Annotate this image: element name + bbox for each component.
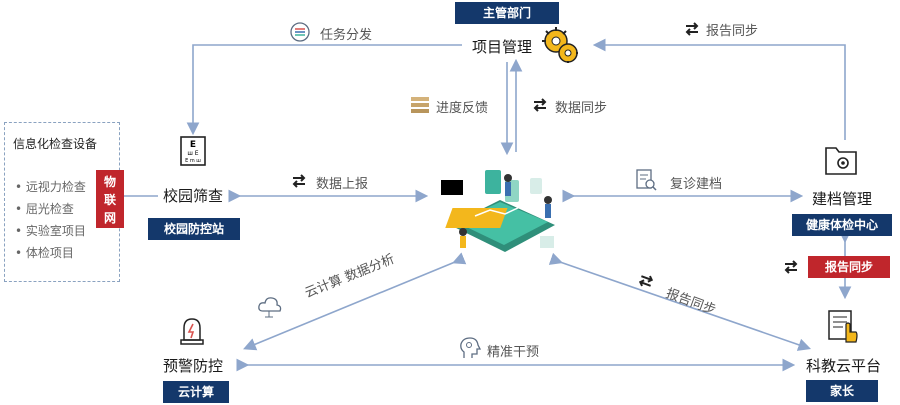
device-item: • 实验室项目	[15, 224, 86, 238]
redacted-block	[441, 180, 463, 195]
device-item: • 体检项目	[15, 246, 74, 260]
edge-data-report: 数据上报	[316, 177, 369, 192]
edge-data-sync: 数据同步	[555, 101, 608, 116]
clipboard-search-icon	[636, 169, 657, 191]
iot-label: 物联网	[103, 175, 116, 225]
svg-text:ш E: ш E	[187, 150, 198, 157]
edge-report-sync-top: 报告同步	[706, 24, 759, 39]
project-label: 项目管理	[472, 38, 533, 56]
sync-icon	[784, 260, 798, 274]
device-panel-title: 信息化检查设备	[13, 137, 98, 151]
warning-label: 预警防控	[163, 357, 224, 375]
device-item: • 屈光检查	[15, 202, 74, 216]
svg-text:E m ш: E m ш	[185, 158, 201, 164]
head-idea-icon	[460, 337, 481, 358]
device-item: • 远视力检查	[15, 180, 86, 194]
archive-tag: 健康体检中心	[792, 214, 892, 236]
project-tag: 主管部门	[455, 2, 559, 24]
edge-precise-intervention: 精准干预	[487, 345, 540, 360]
eye-chart-icon: E ш E E m ш	[180, 136, 206, 166]
warning-tag: 云计算	[163, 381, 229, 403]
sync-icon	[292, 174, 306, 188]
cloud-icon	[258, 297, 282, 318]
svg-text:E: E	[190, 140, 196, 150]
alarm-light-icon	[180, 318, 204, 345]
gears-icon	[542, 27, 578, 63]
sync-icon	[533, 98, 547, 112]
school-tag: 校园防控站	[148, 218, 240, 240]
edge-progress-feedback: 进度反馈	[436, 101, 489, 116]
stack-icon	[411, 97, 429, 113]
edu-tag: 家长	[806, 380, 878, 402]
list-icon	[290, 22, 310, 42]
sync-icon	[685, 22, 699, 36]
folder-gear-icon	[825, 147, 857, 175]
edu-label: 科教云平台	[806, 357, 882, 375]
edge-task-dispatch: 任务分发	[320, 28, 373, 43]
platform-illustration	[445, 170, 555, 252]
archive-label: 建档管理	[812, 190, 873, 208]
school-label: 校园筛查	[163, 187, 224, 205]
edge-revisit-archive: 复诊建档	[670, 177, 723, 192]
report-sync-badge: 报告同步	[808, 256, 890, 278]
iot-badge: 物联网	[96, 170, 124, 228]
document-hand-icon	[828, 310, 858, 343]
sync-icon	[638, 275, 654, 287]
